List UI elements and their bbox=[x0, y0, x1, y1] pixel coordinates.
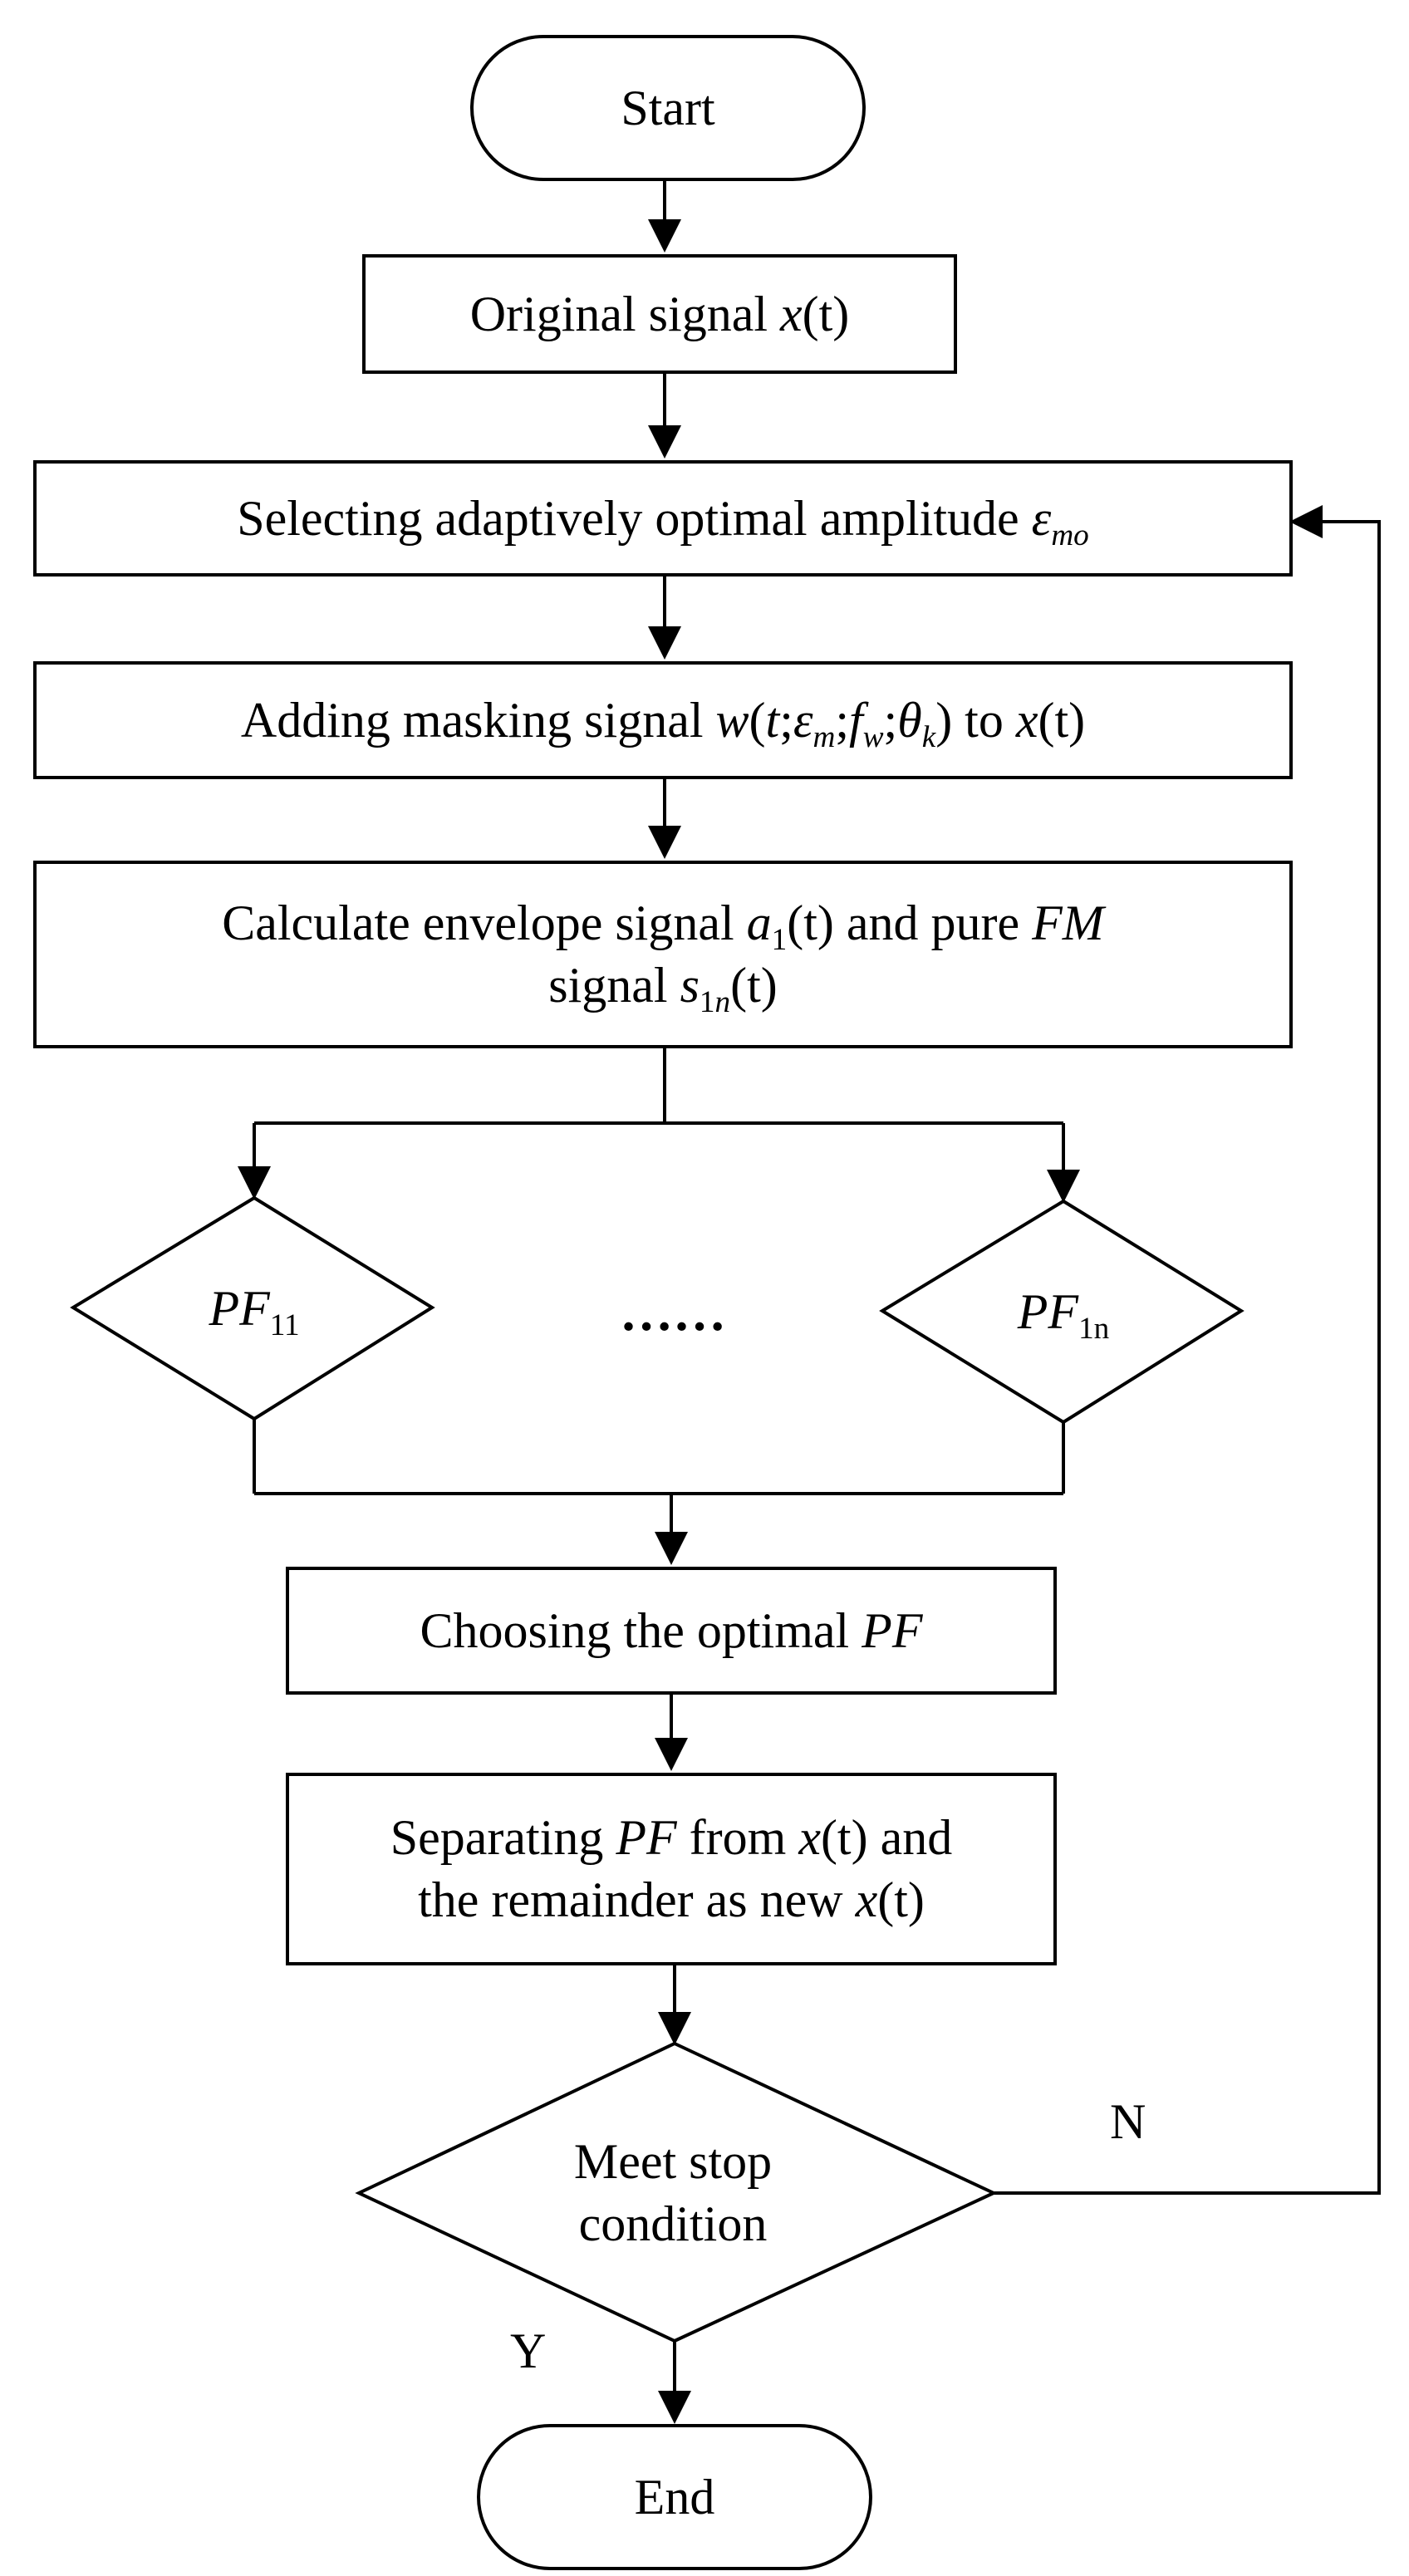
original-signal-box: Original signal x(t) bbox=[362, 254, 957, 374]
adding-masking-text: Adding masking signal w(t;εm;fw;θk) to x… bbox=[240, 692, 1086, 754]
feedback-loop-no bbox=[994, 505, 1381, 2195]
adding-masking-box: Adding masking signal w(t;εm;fw;θk) to x… bbox=[33, 661, 1293, 779]
no-branch-label: N bbox=[1110, 2094, 1146, 2149]
choosing-optimal-text: Choosing the optimal PF bbox=[420, 1602, 923, 1658]
calculate-envelope-line2: signal s1n(t) bbox=[548, 958, 778, 1019]
calculate-envelope-line1: Calculate envelope signal a1(t) and pure… bbox=[222, 895, 1104, 957]
start-terminal: Start bbox=[470, 35, 866, 181]
end-terminal: End bbox=[477, 2424, 872, 2570]
diamond-pf1n bbox=[879, 1199, 1245, 1425]
original-signal-text: Original signal x(t) bbox=[469, 286, 850, 341]
diamond-pf11 bbox=[70, 1195, 435, 1421]
start-label: Start bbox=[621, 80, 715, 135]
ellipsis-dots: …… bbox=[620, 1283, 726, 1342]
choosing-optimal-box: Choosing the optimal PF bbox=[286, 1567, 1057, 1695]
pf11-label: PF11 bbox=[209, 1280, 300, 1342]
separating-pf-line1: Separating PF from x(t) and bbox=[390, 1810, 953, 1865]
calculate-envelope-box: Calculate envelope signal a1(t) and pure… bbox=[33, 861, 1293, 1048]
diamond-stop-condition bbox=[355, 2041, 998, 2343]
pf1n-label: PF1n bbox=[1017, 1283, 1110, 1346]
selecting-amplitude-text: Selecting adaptively optimal amplitude ε… bbox=[237, 490, 1089, 552]
end-label: End bbox=[634, 2469, 715, 2524]
separating-pf-line2: the remainder as new x(t) bbox=[418, 1872, 925, 1927]
yes-branch-label: Y bbox=[510, 2323, 547, 2378]
stop-condition-label: Meet stop condition bbox=[573, 2134, 773, 2251]
selecting-amplitude-box: Selecting adaptively optimal amplitude ε… bbox=[33, 460, 1293, 577]
separating-pf-box: Separating PF from x(t) and the remainde… bbox=[286, 1773, 1057, 1965]
